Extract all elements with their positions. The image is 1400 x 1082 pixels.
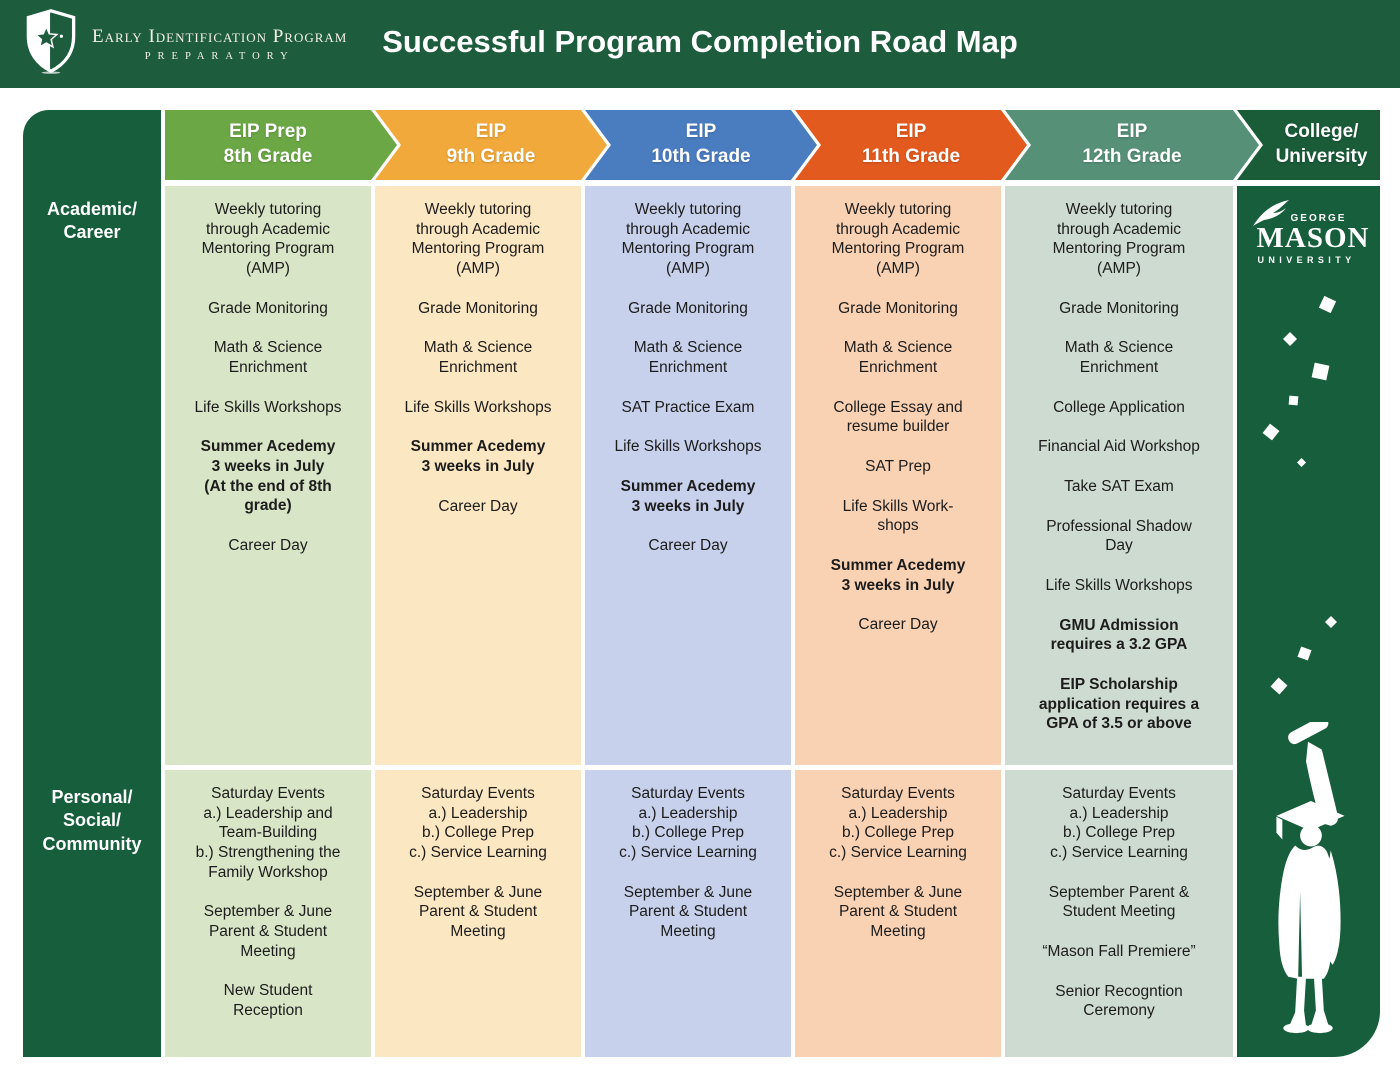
program-item: September Parent & Student Meeting <box>1048 883 1190 921</box>
program-item: September & June Parent & Student Meetin… <box>833 883 963 941</box>
top-header-bar: Early Identification Program PREPARATORY… <box>0 0 1400 88</box>
row-label-academic-career: Academic/ Career <box>46 199 138 243</box>
cell-eip-12th-grade-academic: Weekly tutoring through Academic Mentori… <box>1005 186 1233 765</box>
program-item: Grade Monitoring <box>418 299 538 317</box>
cell-eip-11th-grade-personal: Saturday Events a.) Leadership b.) Colle… <box>795 770 1001 1057</box>
program-item: New Student Reception <box>223 982 313 1020</box>
program-item: September & June Parent & Student Meetin… <box>623 883 753 941</box>
cell-eip-10th-grade-academic: Weekly tutoring through Academic Mentori… <box>585 186 791 765</box>
brand-subtitle: PREPARATORY <box>144 50 295 62</box>
program-item: Take SAT Exam <box>1064 478 1174 496</box>
program-item: Senior Recogntion Ceremony <box>1055 982 1183 1020</box>
confetti-icon <box>1270 677 1288 695</box>
program-item: College Application <box>1053 398 1185 416</box>
program-item: Weekly tutoring through Academic Mentori… <box>201 201 335 278</box>
column-header-label: EIP Prep 8th Grade <box>223 121 313 167</box>
confetti-icon <box>1283 332 1297 346</box>
column-header-label: EIP 12th Grade <box>1082 121 1182 167</box>
program-item: Life Skills Work- shops <box>842 497 954 535</box>
program-item: Career Day <box>648 537 728 555</box>
column-header-label: EIP 10th Grade <box>651 121 751 167</box>
cell-eip-9th-grade-personal: Saturday Events a.) Leadership b.) Colle… <box>375 770 581 1057</box>
program-item: Financial Aid Workshop <box>1038 438 1200 456</box>
confetti-icon <box>1311 362 1330 381</box>
program-item: Math & Science Enrichment <box>1064 339 1174 377</box>
gmu-george-text: GEORGE <box>1290 213 1347 224</box>
shield-icon <box>22 8 80 79</box>
gmu-mason-text: MASON <box>1256 222 1370 254</box>
column-header-eip-10th-grade: EIP 10th Grade <box>585 110 817 180</box>
program-item: Grade Monitoring <box>628 299 748 317</box>
program-item: Grade Monitoring <box>838 299 958 317</box>
program-item: Life Skills Workshops <box>1045 577 1193 595</box>
program-item: “Mason Fall Premiere” <box>1042 943 1196 961</box>
cell-eip-prep-8th-grade-personal: Saturday Events a.) Leadership and Team-… <box>165 770 371 1057</box>
program-item: SAT Practice Exam <box>621 398 755 416</box>
program-item: SAT Prep <box>865 458 931 476</box>
column-header-eip-12th-grade: EIP 12th Grade <box>1005 110 1259 180</box>
program-item: Life Skills Workshops <box>614 438 762 456</box>
column-header-eip-prep-8th-grade: EIP Prep 8th Grade <box>165 110 397 180</box>
program-item: September & June Parent & Student Meetin… <box>413 883 543 941</box>
row-label-personal-social-community: Personal/ Social/ Community <box>42 787 142 854</box>
program-item: Saturday Events a.) Leadership b.) Colle… <box>409 785 547 862</box>
confetti-icon <box>1288 395 1299 406</box>
program-item: GMU Admission requires a 3.2 GPA <box>1050 616 1188 654</box>
column-header-eip-9th-grade: EIP 9th Grade <box>375 110 607 180</box>
program-item: Summer Acedemy 3 weeks in July <box>830 557 966 594</box>
row-label-rail: Academic/ Career Personal/ Social/ Commu… <box>23 110 161 1057</box>
column-header-label: College/ University <box>1275 121 1368 167</box>
cell-eip-11th-grade-academic: Weekly tutoring through Academic Mentori… <box>795 186 1001 765</box>
program-item: Saturday Events a.) Leadership b.) Colle… <box>1050 785 1188 862</box>
program-item: Saturday Events a.) Leadership b.) Colle… <box>619 785 757 862</box>
feather-icon <box>1251 200 1291 231</box>
confetti-icon <box>1325 616 1337 628</box>
brand-text: Early Identification Program PREPARATORY <box>92 26 347 62</box>
program-item: Professional Shadow Day <box>1046 517 1192 555</box>
program-item: Weekly tutoring through Academic Mentori… <box>411 201 545 278</box>
program-item: College Essay and resume builder <box>833 398 963 436</box>
confetti-icon <box>1262 423 1280 441</box>
george-mason-university-logo: GEORGE MASON UNIVERSITY <box>1249 200 1370 280</box>
column-header-eip-11th-grade: EIP 11th Grade <box>795 110 1027 180</box>
program-item: Math & Science Enrichment <box>633 339 743 377</box>
program-item: Grade Monitoring <box>1059 299 1179 317</box>
program-item: September & June Parent & Student Meetin… <box>203 903 333 960</box>
program-item: Weekly tutoring through Academic Mentori… <box>831 201 965 278</box>
program-item: Summer Acedemy 3 weeks in July (At the e… <box>200 438 336 515</box>
confetti-icon <box>1297 646 1312 661</box>
program-item: Weekly tutoring through Academic Mentori… <box>621 201 755 278</box>
graduate-silhouette-icon <box>1245 716 1371 1043</box>
column-header-label: EIP 11th Grade <box>861 121 961 167</box>
program-item: Life Skills Workshops <box>404 398 552 416</box>
program-item: Weekly tutoring through Academic Mentori… <box>1052 201 1186 278</box>
program-item: Summer Acedemy 3 weeks in July <box>620 478 756 515</box>
confetti-icon <box>1318 295 1337 314</box>
program-item: Summer Acedemy 3 weeks in July <box>410 438 546 476</box>
program-item: Career Day <box>438 497 518 515</box>
eip-logo: Early Identification Program PREPARATORY <box>22 8 347 79</box>
program-item: Life Skills Workshops <box>194 398 342 416</box>
college-body: GEORGE MASON UNIVERSITY <box>1237 186 1380 1057</box>
program-item: Saturday Events a.) Leadership and Team-… <box>195 785 341 881</box>
program-item: Career Day <box>858 616 938 634</box>
confetti-icon <box>1297 458 1306 467</box>
gmu-university-text: UNIVERSITY <box>1257 255 1356 265</box>
column-header-label: EIP 9th Grade <box>446 121 536 167</box>
program-item: Career Day <box>228 537 308 555</box>
program-item: Saturday Events a.) Leadership b.) Colle… <box>829 785 967 862</box>
program-item: Math & Science Enrichment <box>213 339 323 377</box>
cell-eip-10th-grade-personal: Saturday Events a.) Leadership b.) Colle… <box>585 770 791 1057</box>
page-title: Successful Program Completion Road Map <box>382 24 1018 59</box>
brand-name: Early Identification Program <box>92 25 348 47</box>
program-item: Math & Science Enrichment <box>843 339 953 377</box>
program-item: EIP Scholarship application requires a G… <box>1038 676 1200 733</box>
cell-eip-prep-8th-grade-academic: Weekly tutoring through Academic Mentori… <box>165 186 371 765</box>
cell-eip-9th-grade-academic: Weekly tutoring through Academic Mentori… <box>375 186 581 765</box>
program-item: Grade Monitoring <box>208 299 328 317</box>
cell-eip-12th-grade-personal: Saturday Events a.) Leadership b.) Colle… <box>1005 770 1233 1057</box>
program-item: Math & Science Enrichment <box>423 339 533 377</box>
